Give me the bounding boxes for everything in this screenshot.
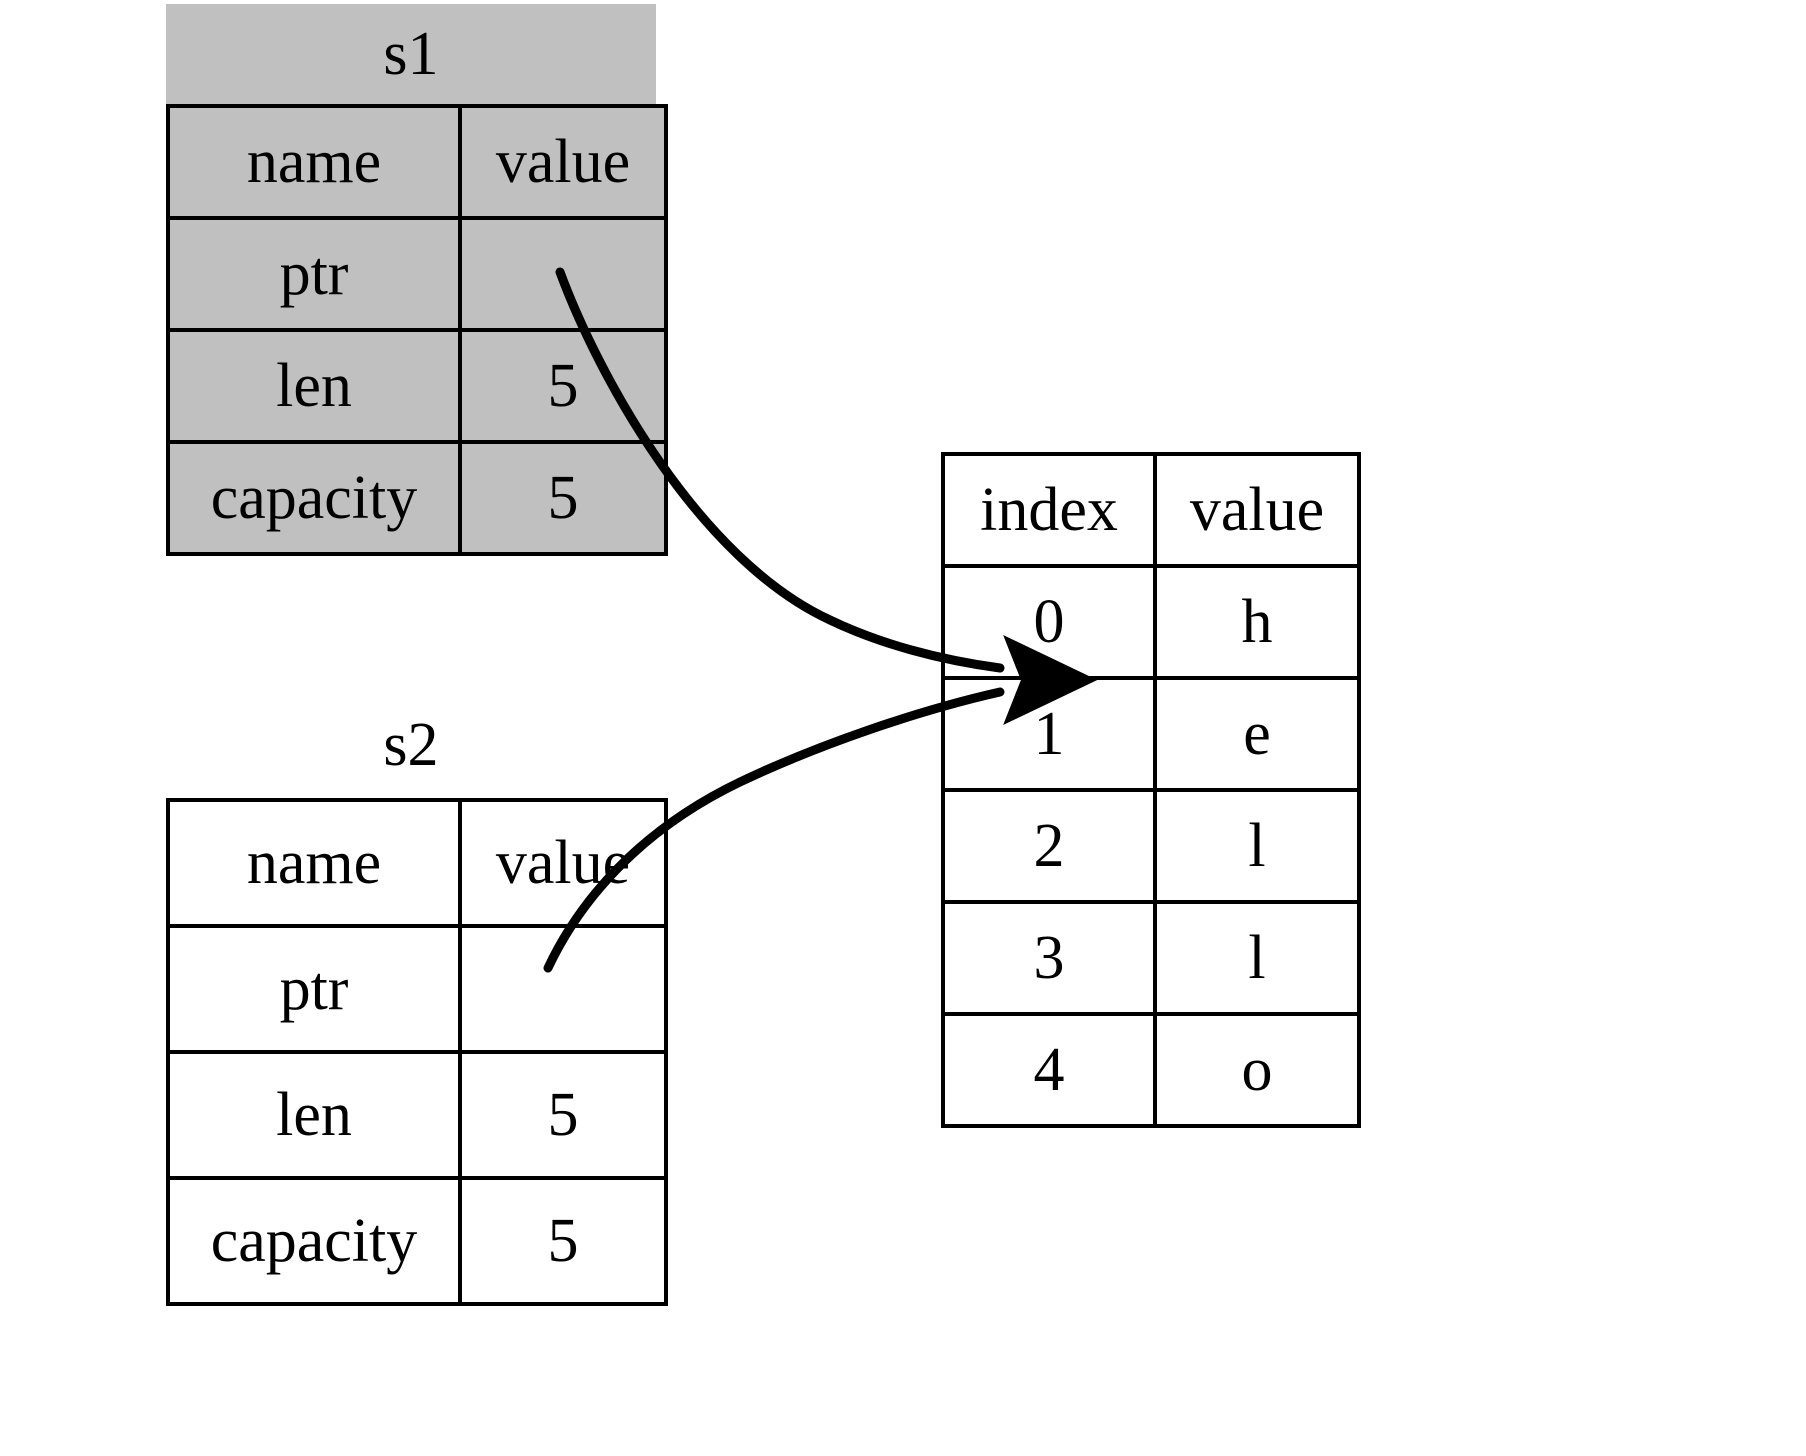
s2-struct-table: name value ptr len 5 capacity 5 xyxy=(166,798,668,1306)
s1-row-ptr-name: ptr xyxy=(166,216,462,332)
s1-title: s1 xyxy=(166,4,656,104)
s2-header-value: value xyxy=(458,798,668,928)
heap-row-4-index: 4 xyxy=(941,1012,1157,1128)
s2-row-capacity-value: 5 xyxy=(458,1176,668,1306)
heap-row-1-value: e xyxy=(1153,676,1361,792)
s2-title: s2 xyxy=(383,711,439,779)
table-row: capacity 5 xyxy=(166,440,668,556)
table-row: 4 o xyxy=(941,1012,1361,1128)
heap-row-4-value: o xyxy=(1153,1012,1361,1128)
s1-row-ptr-value xyxy=(458,216,668,332)
heap-buffer-table: index value 0 h 1 e 2 l 3 l 4 o xyxy=(941,452,1361,1128)
s2-row-ptr-value xyxy=(458,924,668,1054)
s1-row-capacity-value: 5 xyxy=(458,440,668,556)
table-row: len 5 xyxy=(166,1050,668,1180)
s1-row-len-value: 5 xyxy=(458,328,668,444)
heap-row-3-index: 3 xyxy=(941,900,1157,1016)
s1-row-capacity-name: capacity xyxy=(166,440,462,556)
s1-row-len-name: len xyxy=(166,328,462,444)
heap-row-2-value: l xyxy=(1153,788,1361,904)
table-row: ptr xyxy=(166,924,668,1054)
s1-header-value: value xyxy=(458,104,668,220)
table-row: 2 l xyxy=(941,788,1361,904)
heap-row-2-index: 2 xyxy=(941,788,1157,904)
table-row: ptr xyxy=(166,216,668,332)
heap-header-value: value xyxy=(1153,452,1361,568)
s1-struct-table: name value ptr len 5 capacity 5 xyxy=(166,104,668,556)
table-row: capacity 5 xyxy=(166,1176,668,1306)
s2-row-ptr-name: ptr xyxy=(166,924,462,1054)
table-row: index value xyxy=(941,452,1361,568)
table-row: 1 e xyxy=(941,676,1361,792)
s1-header-name: name xyxy=(166,104,462,220)
heap-row-3-value: l xyxy=(1153,900,1361,1016)
s2-row-len-name: len xyxy=(166,1050,462,1180)
s2-header-name: name xyxy=(166,798,462,928)
heap-row-0-value: h xyxy=(1153,564,1361,680)
table-row: name value xyxy=(166,798,668,928)
table-row: name value xyxy=(166,104,668,220)
heap-row-1-index: 1 xyxy=(941,676,1157,792)
s2-row-len-value: 5 xyxy=(458,1050,668,1180)
heap-header-index: index xyxy=(941,452,1157,568)
heap-row-0-index: 0 xyxy=(941,564,1157,680)
s2-row-capacity-name: capacity xyxy=(166,1176,462,1306)
table-row: len 5 xyxy=(166,328,668,444)
table-row: 3 l xyxy=(941,900,1361,1016)
table-row: 0 h xyxy=(941,564,1361,680)
